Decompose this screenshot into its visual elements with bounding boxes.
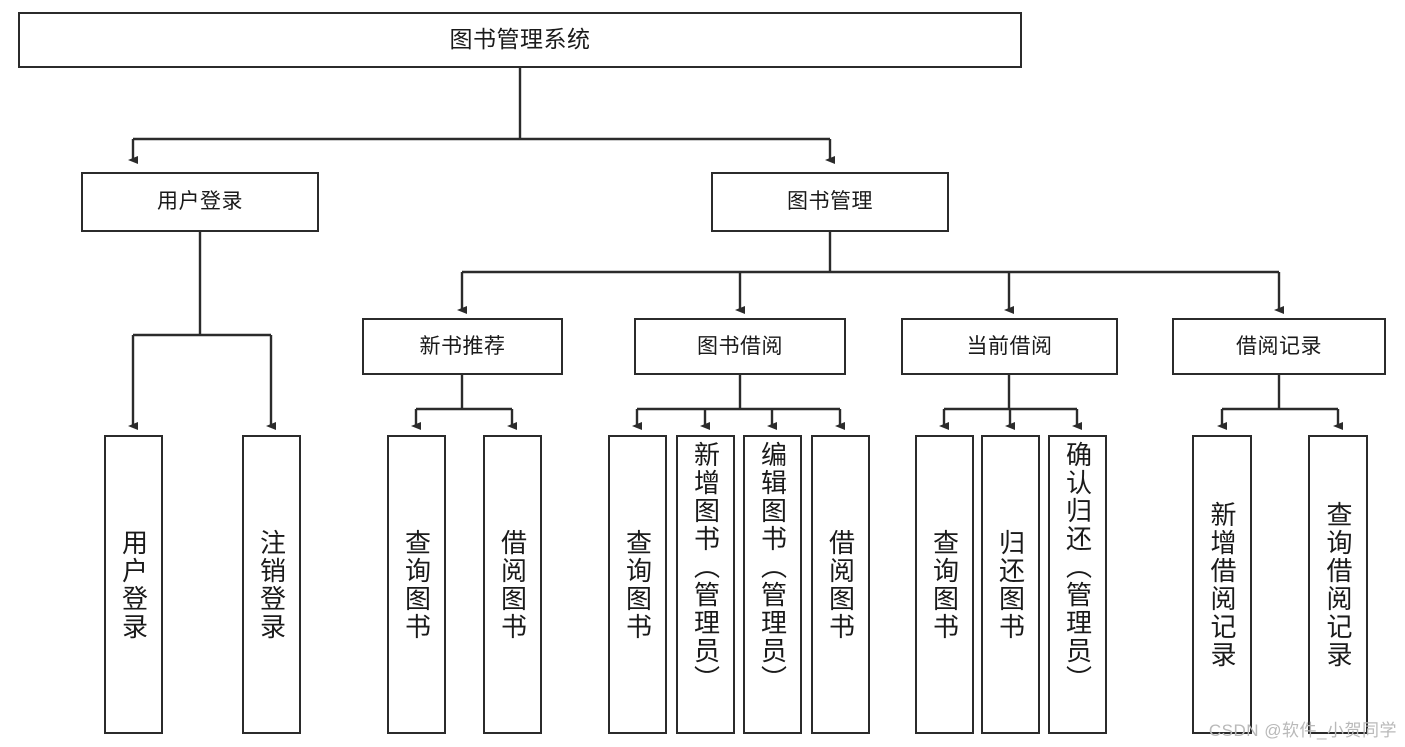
leaf-query-book-borrow[interactable]: 查询图书	[608, 435, 667, 734]
node-label: 新增图书（管理员）	[690, 441, 721, 693]
node-label: 图书借阅	[697, 334, 783, 358]
node-label: 查询图书	[929, 528, 960, 641]
csdn-watermark: CSDN @软件_小贺同学	[1208, 721, 1397, 740]
node-label: 借阅图书	[497, 528, 528, 641]
node-book-borrow[interactable]: 图书借阅	[634, 318, 846, 375]
node-label: 注销登录	[256, 528, 287, 641]
node-label: 新增借阅记录	[1207, 500, 1237, 669]
node-new-book-recommend[interactable]: 新书推荐	[362, 318, 563, 375]
node-label: 查询图书	[622, 528, 653, 641]
node-label: 借阅图书	[825, 528, 856, 641]
node-user-login[interactable]: 用户登录	[81, 172, 319, 232]
node-label: 借阅记录	[1236, 334, 1322, 358]
node-current-borrow[interactable]: 当前借阅	[901, 318, 1118, 375]
node-label: 新书推荐	[419, 334, 506, 358]
leaf-logout[interactable]: 注销登录	[242, 435, 301, 734]
node-label: 查询借阅记录	[1323, 500, 1353, 669]
node-book-manage[interactable]: 图书管理	[711, 172, 949, 232]
node-label: 归还图书	[995, 528, 1026, 641]
leaf-query-book-newbook[interactable]: 查询图书	[387, 435, 446, 734]
node-label: 图书管理	[787, 190, 873, 214]
leaf-return-book[interactable]: 归还图书	[981, 435, 1040, 734]
leaf-borrow-book[interactable]: 借阅图书	[811, 435, 870, 734]
node-label: 确认归还（管理员）	[1062, 441, 1093, 693]
leaf-add-borrow-record[interactable]: 新增借阅记录	[1192, 435, 1252, 734]
leaf-query-book-current[interactable]: 查询图书	[915, 435, 974, 734]
leaf-user-login[interactable]: 用户登录	[104, 435, 163, 734]
node-root-system[interactable]: 图书管理系统	[18, 12, 1022, 68]
node-label: 图书管理系统	[449, 26, 591, 53]
leaf-add-book-admin[interactable]: 新增图书（管理员）	[676, 435, 735, 734]
leaf-borrow-book-newbook[interactable]: 借阅图书	[483, 435, 542, 734]
leaf-edit-book-admin[interactable]: 编辑图书（管理员）	[743, 435, 802, 734]
node-label: 查询图书	[401, 528, 432, 641]
node-label: 用户登录	[118, 528, 149, 641]
node-label: 编辑图书（管理员）	[757, 441, 788, 693]
node-label: 当前借阅	[966, 334, 1053, 358]
leaf-confirm-return-admin[interactable]: 确认归还（管理员）	[1048, 435, 1107, 734]
leaf-query-borrow-record[interactable]: 查询借阅记录	[1308, 435, 1368, 734]
node-borrow-record[interactable]: 借阅记录	[1172, 318, 1386, 375]
node-label: 用户登录	[157, 190, 243, 214]
